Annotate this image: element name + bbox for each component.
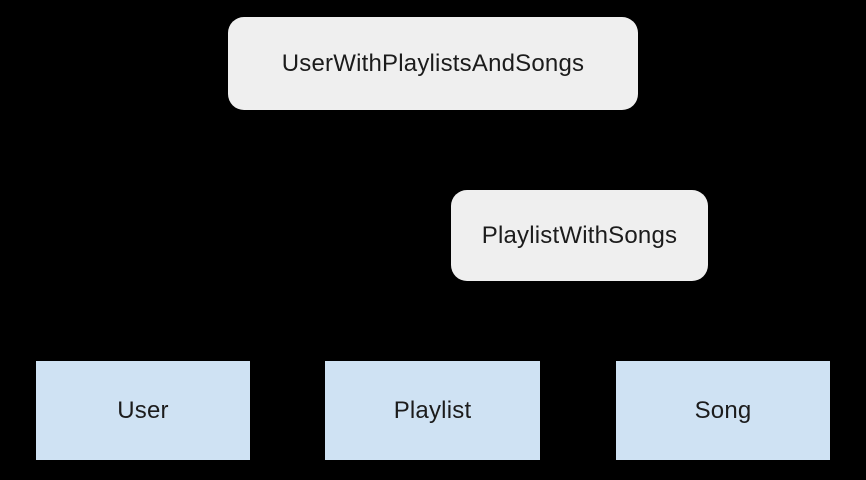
node-label: PlaylistWithSongs bbox=[481, 221, 678, 249]
node-playlist: Playlist bbox=[325, 361, 540, 460]
node-song: Song bbox=[616, 361, 830, 460]
node-user: User bbox=[36, 361, 250, 460]
node-label: User bbox=[117, 396, 169, 424]
node-label: Playlist bbox=[393, 396, 472, 424]
node-label: Song bbox=[694, 396, 752, 424]
node-playlist-with-songs: PlaylistWithSongs bbox=[451, 190, 708, 281]
node-label: UserWithPlaylistsAndSongs bbox=[281, 49, 585, 77]
node-user-with-playlists-and-songs: UserWithPlaylistsAndSongs bbox=[228, 17, 638, 110]
